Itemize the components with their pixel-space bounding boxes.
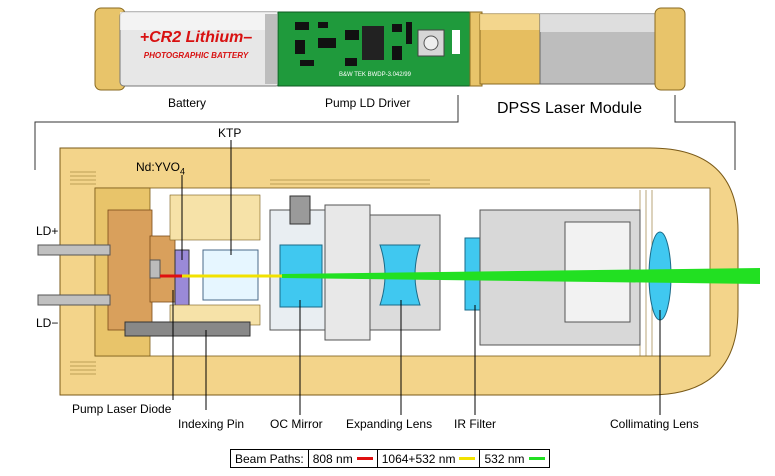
- set-screw: [289, 195, 311, 225]
- battery-highlight: [120, 12, 280, 30]
- pump-diode-body: [107, 209, 153, 331]
- label-ktp: KTP: [218, 126, 242, 140]
- lead-minus: [37, 294, 111, 306]
- label-ld-minus: LD−: [36, 316, 59, 330]
- label-ndyvo4-sub: 4: [180, 166, 186, 177]
- pcb-switch-button: [423, 35, 439, 51]
- battery-terminal: [265, 14, 277, 84]
- top-assembly: +CR2 Lithium– PHOTOGRAPHIC BATTERY B&W T…: [94, 7, 686, 91]
- battery-label: Battery: [168, 96, 207, 110]
- pcb-marking: B&W TEK BWDP-3.042/99: [339, 72, 412, 78]
- legend-item-532: 532 nm: [480, 450, 548, 467]
- module-steel-highlight: [540, 14, 660, 32]
- beam-532: [282, 268, 760, 284]
- label-expanding-lens: Expanding Lens: [346, 417, 433, 431]
- pcb-label: Pump LD Driver: [325, 96, 411, 110]
- legend-item-1064: 1064+532 nm: [378, 450, 481, 467]
- module-label: DPSS Laser Module: [497, 100, 642, 117]
- module-end-cap: [654, 7, 686, 91]
- callout-bracket: [34, 95, 736, 170]
- crystal-holder-top: [169, 194, 261, 241]
- cross-section: [37, 147, 760, 396]
- lead-plus: [37, 244, 111, 256]
- legend-swatch-1064: [459, 457, 476, 460]
- middle-tube: [324, 204, 371, 341]
- label-collimating-lens: Collimating Lens: [610, 417, 699, 431]
- pump-diode-chip: [149, 259, 161, 279]
- label-oc-mirror: OC Mirror: [270, 417, 323, 431]
- legend-swatch-532: [528, 457, 545, 460]
- legend-swatch-808: [356, 457, 373, 460]
- leader-lines: [172, 140, 661, 415]
- pcb-components: [295, 22, 412, 66]
- label-ndyvo4-text: Nd:YVO: [136, 160, 181, 174]
- legend-title-text: Beam Paths:: [235, 451, 304, 466]
- pcb-contact: [452, 30, 460, 54]
- label-pump-diode: Pump Laser Diode: [72, 402, 172, 416]
- battery-brand: +CR2 Lithium–: [140, 29, 253, 46]
- label-indexing-pin: Indexing Pin: [178, 417, 245, 431]
- label-ld-plus: LD+: [36, 224, 59, 238]
- legend-item-532-label: 532 nm: [484, 451, 525, 466]
- beam-legend: Beam Paths: 808 nm 1064+532 nm 532 nm: [230, 449, 550, 468]
- battery-subtitle: PHOTOGRAPHIC BATTERY: [144, 51, 249, 60]
- legend-item-1064-label: 1064+532 nm: [381, 451, 456, 466]
- legend-item-808-label: 808 nm: [312, 451, 353, 466]
- indexing-pin: [124, 321, 251, 337]
- label-ir-filter: IR Filter: [454, 417, 496, 431]
- module-brass-highlight: [480, 14, 542, 30]
- label-ndyvo4: Nd:YVO4: [136, 160, 185, 176]
- legend-item-808: 808 nm: [309, 450, 378, 467]
- legend-title: Beam Paths:: [231, 450, 309, 467]
